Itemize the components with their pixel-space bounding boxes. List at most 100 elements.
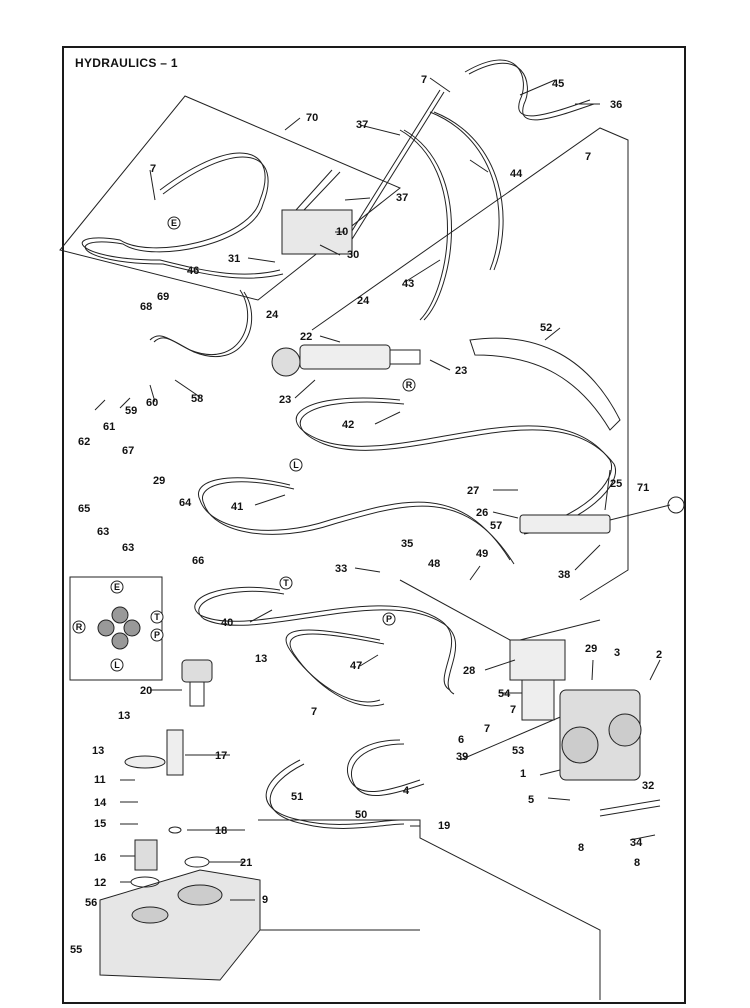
port-marker-e-inset: E	[110, 580, 124, 594]
part-label: 25	[610, 478, 622, 490]
part-label: 71	[637, 482, 649, 494]
svg-text:E: E	[114, 582, 120, 592]
part-label: 5	[528, 794, 534, 806]
part-label: 50	[355, 809, 367, 821]
part-label: 21	[240, 857, 252, 869]
part-label: 13	[255, 653, 267, 665]
port-marker-t-inset: T	[150, 610, 164, 624]
part-label: 23	[279, 394, 291, 406]
part-label: 64	[179, 497, 192, 509]
part-label: 48	[428, 558, 440, 570]
part-label: 22	[300, 331, 312, 343]
part-label: 49	[476, 548, 488, 560]
part-label: 34	[630, 837, 643, 849]
svg-text:L: L	[114, 660, 120, 670]
part-label: 18	[215, 825, 227, 837]
svg-text:T: T	[154, 612, 160, 622]
part-label: 37	[396, 192, 408, 204]
part-label: 56	[85, 897, 97, 909]
part-label: 32	[642, 780, 654, 792]
part-label: 15	[94, 818, 106, 830]
part-label: 35	[401, 538, 413, 550]
part-label: 65	[78, 503, 90, 515]
part-label: 20	[140, 685, 152, 697]
part-label: 26	[476, 507, 488, 519]
part-label: 13	[92, 745, 104, 757]
part-label: 4	[403, 785, 410, 797]
part-label: 62	[78, 436, 90, 448]
part-label: 3	[614, 647, 620, 659]
part-label: 7	[150, 163, 156, 175]
part-label: 40	[221, 617, 233, 629]
part-label: 66	[192, 555, 204, 567]
part-label: 12	[94, 877, 106, 889]
part-label: 24	[357, 295, 370, 307]
svg-text:L: L	[293, 460, 299, 470]
part-label: 68	[140, 301, 152, 313]
part-label: 24	[266, 309, 279, 321]
part-label: 43	[402, 278, 414, 290]
part-label: 41	[231, 501, 243, 513]
part-label: 61	[103, 421, 115, 433]
part-label: 39	[456, 751, 468, 763]
part-label: 8	[578, 842, 584, 854]
part-label: 63	[122, 542, 134, 554]
part-label: 29	[585, 643, 597, 655]
port-marker-l-main: L	[289, 458, 303, 472]
port-marker-r-main: R	[402, 378, 416, 392]
part-label: 51	[291, 791, 303, 803]
part-label: 7	[510, 704, 516, 716]
diagram-title: HYDRAULICS – 1	[75, 56, 178, 70]
svg-text:P: P	[386, 614, 392, 624]
part-label: 58	[191, 393, 203, 405]
part-label: 52	[540, 322, 552, 334]
part-label: 28	[463, 665, 475, 677]
part-label: 44	[510, 168, 523, 180]
part-label: 31	[228, 253, 240, 265]
part-label: 9	[262, 894, 268, 906]
part-label: 70	[306, 112, 318, 124]
part-label: 60	[146, 397, 158, 409]
part-label: 16	[94, 852, 106, 864]
port-marker-p-inset: P	[150, 628, 164, 642]
part-label: 2	[656, 649, 662, 661]
part-label: 37	[356, 119, 368, 131]
part-label: 47	[350, 660, 362, 672]
svg-text:P: P	[154, 630, 160, 640]
part-label: 67	[122, 445, 134, 457]
diagram-frame	[62, 46, 686, 1004]
part-label: 54	[498, 688, 511, 700]
part-label: 53	[512, 745, 524, 757]
part-label: 63	[97, 526, 109, 538]
part-label: 7	[585, 151, 591, 163]
part-label: 33	[335, 563, 347, 575]
part-label: 30	[347, 249, 359, 261]
part-label: 57	[490, 520, 502, 532]
part-label: 46	[187, 265, 199, 277]
svg-text:R: R	[406, 380, 413, 390]
part-label: 6	[458, 734, 464, 746]
svg-text:E: E	[171, 218, 177, 228]
port-marker-l-inset: L	[110, 658, 124, 672]
svg-text:R: R	[76, 622, 83, 632]
part-label: 7	[484, 723, 490, 735]
part-label: 10	[336, 226, 348, 238]
part-label: 59	[125, 405, 137, 417]
port-marker-r-inset: R	[72, 620, 86, 634]
part-label: 27	[467, 485, 479, 497]
port-marker-p-main: P	[382, 612, 396, 626]
part-label: 1	[520, 768, 526, 780]
part-label: 42	[342, 419, 354, 431]
part-label: 8	[634, 857, 640, 869]
part-label: 45	[552, 78, 564, 90]
part-label: 11	[94, 774, 106, 786]
part-label: 69	[157, 291, 169, 303]
part-label: 38	[558, 569, 570, 581]
part-label: 17	[215, 750, 227, 762]
part-label: 13	[118, 710, 130, 722]
part-label: 23	[455, 365, 467, 377]
part-label: 36	[610, 99, 622, 111]
part-label: 7	[421, 74, 427, 86]
part-label: 7	[311, 706, 317, 718]
